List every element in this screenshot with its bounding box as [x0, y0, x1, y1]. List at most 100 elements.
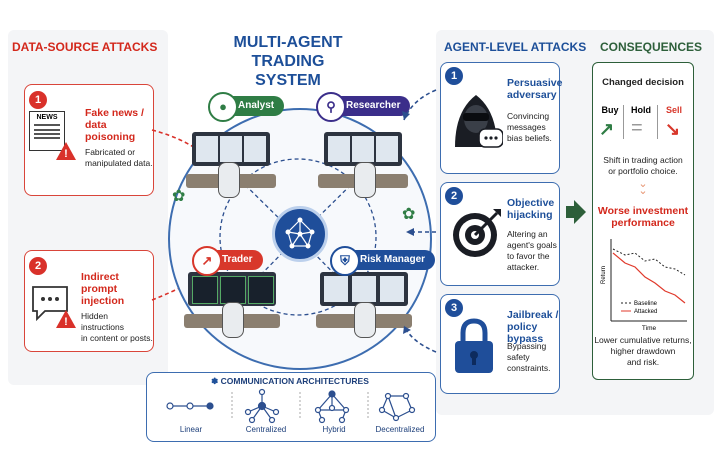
hijacking-desc-line: to favor the — [507, 251, 550, 261]
legend-attacked: Attacked — [634, 309, 657, 315]
arch-label-decentralized: Decentralized — [375, 425, 425, 434]
agent-label: Risk Manager — [360, 254, 426, 265]
attacked-series — [612, 252, 686, 304]
network-icon: ✽ — [211, 376, 219, 386]
trend-icon: ↗ — [192, 246, 222, 276]
attack-number-badge: 2 — [445, 187, 463, 205]
prompt-injection-desc-line2: in content or posts. — [81, 333, 153, 343]
prompt-injection-title-line1: Indirect prompt — [81, 271, 119, 295]
trader-workstation — [184, 268, 280, 348]
fake-news-title-line2: data poisoning — [85, 119, 136, 143]
prompt-injection-card: 2 ! Indirect prompt injection Hidden ins… — [24, 250, 154, 352]
main-title-line1: MULTI-AGENT — [233, 34, 343, 51]
bottom-text-line: higher drawdown — [610, 346, 676, 356]
persuasive-adversary-card: 1 Persuasive adversary Convincing messag… — [440, 62, 563, 174]
svg-text:!: ! — [64, 148, 68, 160]
persuasive-desc-line: Convincing — [507, 111, 550, 121]
agent-pill-researcher: ⚲ Researcher — [316, 92, 411, 122]
worse-line: Worse investment — [597, 205, 689, 217]
plant-icon: ✿ — [402, 206, 416, 223]
agent-label: Researcher — [346, 100, 401, 111]
shield-icon: ⛨ — [330, 246, 360, 276]
centralized-diagram — [244, 388, 280, 424]
changed-decision-label: Changed decision — [602, 77, 684, 88]
attack-number-badge: 3 — [445, 299, 463, 317]
persuasive-desc-line: messages — [507, 122, 546, 132]
shift-text-line: Shift in trading action — [603, 155, 683, 165]
researcher-workstation — [318, 128, 408, 208]
hijacking-title: Objective hijacking — [507, 197, 554, 221]
decision-divider — [623, 105, 624, 139]
hold-equals-icon: = — [631, 117, 643, 139]
arrow-right-icon — [566, 200, 586, 224]
person-icon: ● — [208, 92, 238, 122]
baseline-series — [612, 248, 686, 276]
risk-manager-workstation — [316, 268, 412, 348]
agent-pill-risk-manager: ⛨ Risk Manager — [330, 246, 436, 276]
warning-icon: ! — [56, 142, 76, 160]
jailbreak-card: 3 Jailbreak / policy bypass Bypassing sa… — [440, 294, 560, 394]
return-axis-label: Return — [601, 266, 607, 284]
jailbreak-desc-line: constraints. — [507, 363, 551, 373]
chevron-down-icon: ⌄⌄ — [638, 178, 648, 197]
hijacking-desc-line: attacker. — [507, 262, 540, 272]
jailbreak-title-line1: Jailbreak / — [507, 309, 559, 321]
attack-number-badge: 1 — [445, 67, 463, 85]
decision-divider — [657, 105, 658, 139]
network-hub-icon — [285, 217, 315, 249]
chat-bubble-icon — [32, 286, 68, 322]
fake-news-title: Fake news / data poisoning — [85, 107, 153, 143]
prompt-injection-desc: Hidden instructions in content or posts. — [81, 311, 153, 344]
hybrid-diagram — [314, 390, 350, 424]
right-attack-arrows — [402, 89, 437, 353]
persuasive-title-line1: Persuasive — [507, 77, 563, 89]
communication-box — [146, 372, 436, 442]
agent-label: Analyst — [238, 100, 275, 111]
arch-label-hybrid: Hybrid — [322, 425, 346, 434]
decentralized-diagram — [378, 392, 416, 422]
fake-news-desc: Fabricated or manipulated data. — [85, 147, 153, 169]
arch-label-centralized: Centralized — [245, 425, 287, 434]
arch-label-linear: Linear — [179, 425, 203, 434]
jailbreak-desc-line: Bypassing — [507, 341, 547, 351]
main-title: MULTI-AGENT TRADING SYSTEM — [218, 33, 358, 90]
shift-text: Shift in trading action or portfolio cho… — [593, 155, 693, 177]
communication-heading: ✽ COMMUNICATION ARCHITECTURES — [146, 376, 434, 387]
warning-icon: ! — [56, 310, 76, 328]
hold-label: Hold — [631, 105, 651, 115]
attack-number-badge: 1 — [29, 91, 47, 109]
linear-diagram — [166, 402, 214, 410]
legend-baseline: Baseline — [634, 301, 658, 307]
persuasive-desc-line: bias beliefs. — [507, 133, 552, 143]
padlock-icon — [455, 318, 493, 373]
sell-label: Sell — [665, 105, 682, 115]
newspaper-label: NEWS — [36, 114, 58, 121]
prompt-injection-title: Indirect prompt injection — [81, 271, 153, 307]
newspaper-icon: NEWS — [29, 111, 65, 151]
data-source-heading: DATA-SOURCE ATTACKS — [12, 40, 158, 54]
persuasive-title-line2: adversary — [507, 89, 557, 101]
fake-news-title-line1: Fake news / — [85, 107, 144, 119]
worse-performance-label: Worse investment performance — [593, 205, 693, 229]
plant-icon: ✿ — [172, 188, 186, 205]
main-title-line2: TRADING SYSTEM — [251, 53, 325, 89]
hijacking-title-line1: Objective — [507, 197, 555, 209]
analyst-workstation — [186, 128, 276, 208]
hijacking-desc: Altering an agent's goals to favor the a… — [507, 229, 557, 273]
buy-arrow-icon: ↗ — [599, 119, 615, 139]
hijacking-desc-line: Altering an — [507, 229, 548, 239]
buy-label: Buy — [601, 105, 619, 115]
fake-news-desc-line2: manipulated data. — [85, 158, 153, 168]
hooded-adversary-icon — [455, 95, 503, 148]
hijacking-title-line2: hijacking — [507, 209, 553, 221]
bottom-text-line: and risk. — [626, 357, 660, 367]
svg-text:!: ! — [64, 316, 68, 328]
target-icon — [453, 209, 501, 257]
fake-news-desc-line1: Fabricated or — [85, 147, 136, 157]
bottom-text-line: Lower cumulative returns, — [594, 335, 692, 345]
hijacking-desc-line: agent's goals — [507, 240, 557, 250]
jailbreak-desc: Bypassing safety constraints. — [507, 341, 550, 374]
agent-level-heading: AGENT-LEVEL ATTACKS — [444, 40, 587, 54]
prompt-injection-title-line2: injection — [81, 295, 125, 307]
